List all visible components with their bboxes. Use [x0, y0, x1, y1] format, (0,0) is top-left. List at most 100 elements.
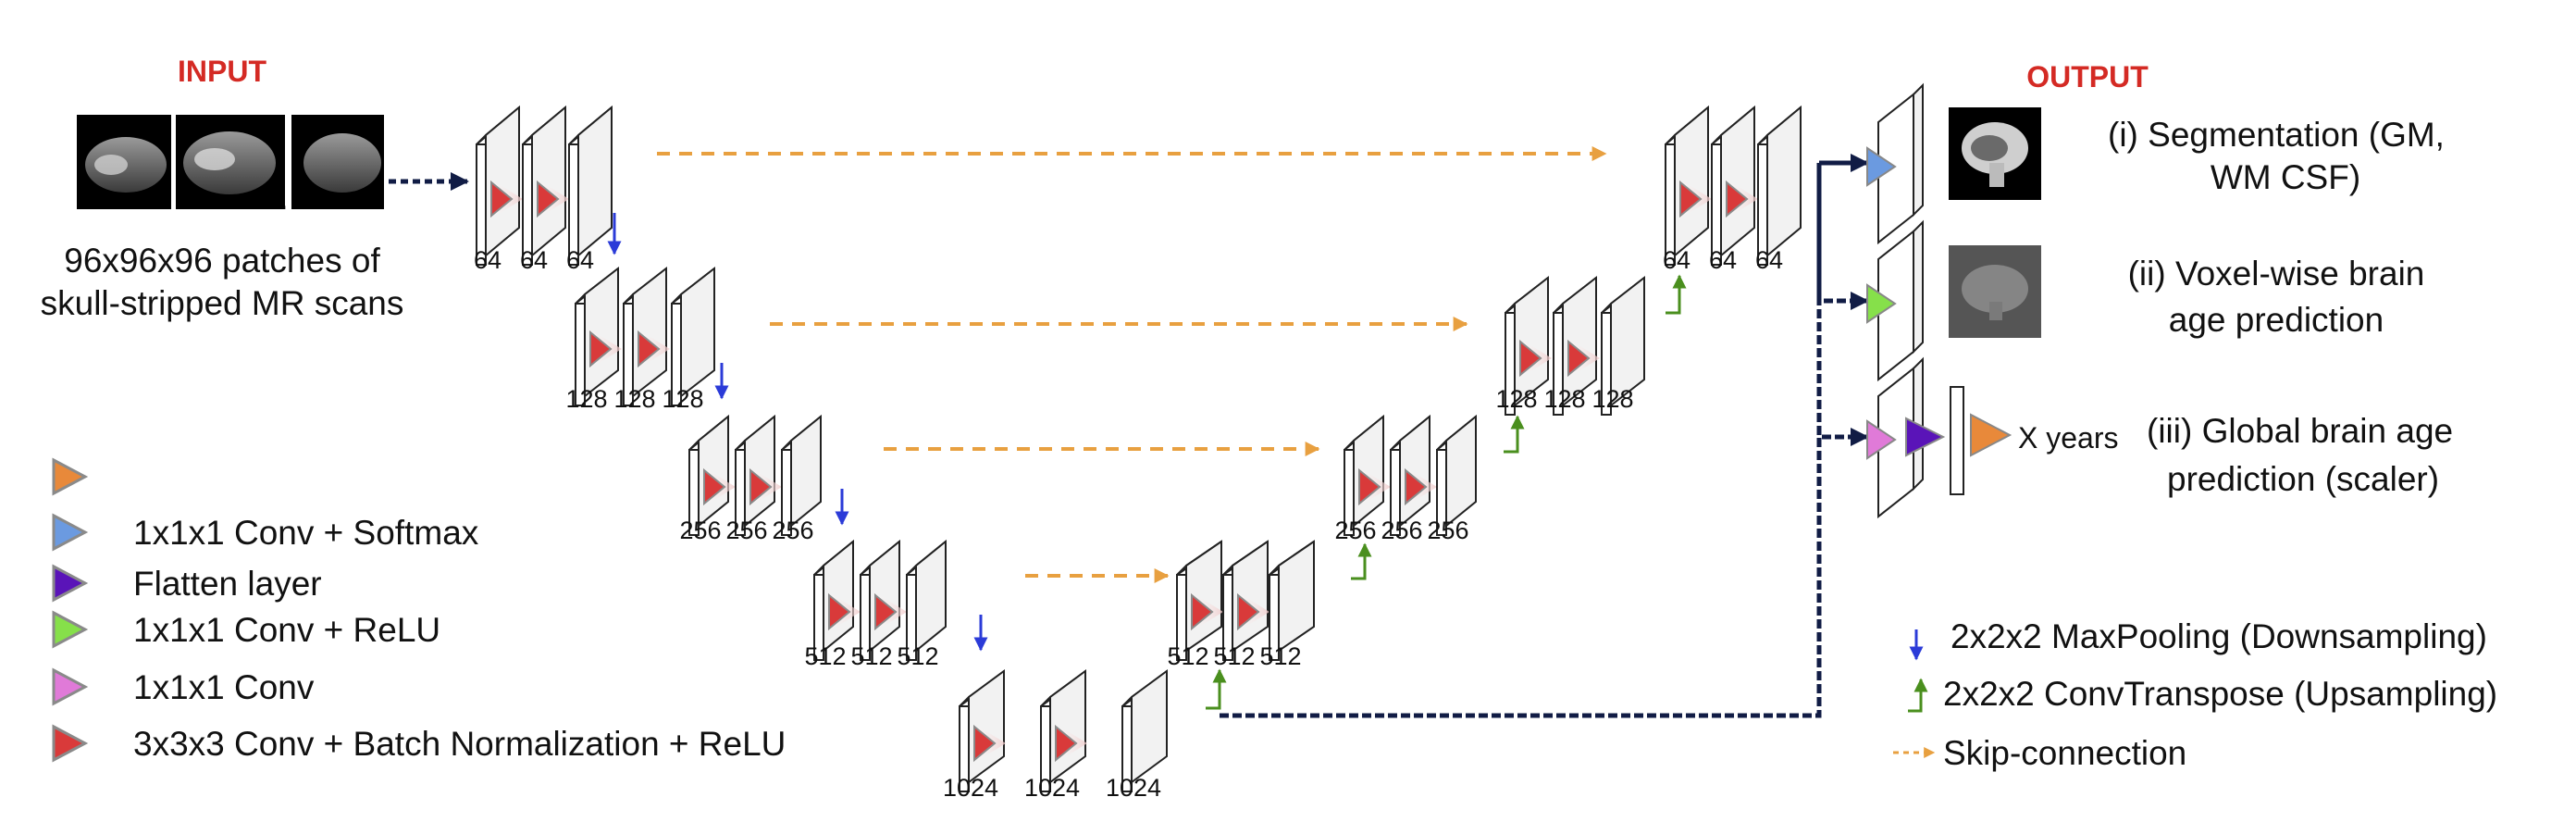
feature-map-dec1-2: [1711, 105, 1758, 266]
feature-map-enc2-3: [671, 266, 715, 406]
feature-map-dec2-2: [1553, 275, 1600, 416]
channel-label-dec3-3: 256: [1427, 517, 1468, 544]
maxpool-arrows: [607, 213, 988, 652]
channel-label-enc2-3: 128: [662, 385, 703, 413]
output-global-line1: (iii) Global brain age: [2147, 412, 2453, 450]
feature-map-dec1-3: [1757, 105, 1802, 266]
channel-label-enc1-1: 64: [474, 246, 502, 274]
feature-map-enc1-1: [476, 105, 523, 266]
channel-label-dec3-2: 256: [1381, 517, 1422, 544]
channel-label-dec4-2: 512: [1213, 642, 1255, 670]
legend-left-item-6: 3x3x3 Conv + Batch Normalization + ReLU: [52, 724, 786, 763]
feature-map-bottleneck-3: [1121, 669, 1168, 792]
channel-label-enc2-2: 128: [613, 385, 655, 413]
feature-map-enc2-1: [575, 266, 622, 406]
output-voxel-line2: age prediction: [2169, 301, 2384, 339]
output-seg-line1: (i) Segmentation (GM,: [2108, 116, 2445, 154]
feature-map-enc4-3: [906, 539, 947, 661]
output-head-connections: [1220, 154, 1869, 718]
channel-label-enc3-2: 256: [725, 517, 767, 544]
channel-label-enc4-2: 512: [850, 642, 892, 670]
channel-label-enc1-3: 64: [566, 246, 594, 274]
legend-convtranspose: 2x2x2 ConvTranspose (Upsampling): [1943, 675, 2497, 713]
channel-label-enc4-3: 512: [897, 642, 938, 670]
output-seg-image: [1949, 107, 2041, 200]
channel-label-enc1-2: 64: [520, 246, 548, 274]
feature-map-enc3-2: [735, 414, 782, 536]
feature-map-enc4-2: [860, 539, 907, 661]
channel-label-dec2-3: 128: [1591, 385, 1633, 413]
svg-text:.: .: [261, 181, 269, 217]
feature-map-dec4-2: [1222, 540, 1269, 661]
skip-connections: [657, 146, 1607, 583]
channel-label-bottleneck-1: 1024: [943, 774, 998, 802]
legend-left-label-3: Flatten layer: [133, 565, 322, 603]
channel-label-dec1-3: 64: [1755, 246, 1783, 274]
legend-skip: Skip-connection: [1943, 734, 2186, 772]
legend-maxpool: 2x2x2 MaxPooling (Downsampling): [1951, 617, 2487, 655]
feature-map-bottleneck-2: [1040, 669, 1087, 792]
x-years-label: X years: [2018, 421, 2118, 455]
legend-left-item-4: 1x1x1 Conv + ReLU: [52, 610, 440, 649]
feature-map-enc3-1: [688, 414, 736, 536]
feature-map-dec3-2: [1390, 414, 1437, 536]
convtranspose-arrows: [1206, 274, 1687, 710]
feature-map-enc1-2: [522, 105, 569, 266]
feature-map-bottleneck-1: [959, 669, 1006, 792]
channel-label-enc4-1: 512: [804, 642, 846, 670]
feature-map-dec4-3: [1269, 540, 1315, 661]
legend-left-item-3: Flatten layer: [52, 564, 322, 603]
legend-triangle-icon: [52, 564, 89, 603]
channel-label-dec2-2: 128: [1543, 385, 1585, 413]
feature-map-dec1-1: [1665, 105, 1712, 266]
feature-map-enc3-3: [781, 414, 822, 536]
input-description-line1: 96x96x96 patches of: [64, 242, 380, 280]
svg-text:.: .: [270, 181, 279, 217]
legend-left-item-2: 1x1x1 Conv + Softmax: [52, 513, 479, 552]
channel-label-enc3-1: 256: [679, 517, 721, 544]
channel-label-dec2-1: 128: [1495, 385, 1537, 413]
legend-left-label-2: 1x1x1 Conv + Softmax: [133, 514, 479, 552]
channel-label-enc3-3: 256: [772, 517, 813, 544]
input-mri-slices: . . .: [77, 115, 384, 217]
output-voxel-line1: (ii) Voxel-wise brain: [2128, 255, 2425, 293]
legend-left-label-6: 3x3x3 Conv + Batch Normalization + ReLU: [133, 725, 786, 763]
channel-label-bottleneck-2: 1024: [1024, 774, 1080, 802]
svg-text:.: .: [279, 181, 288, 217]
feature-map-dec3-1: [1344, 414, 1391, 536]
channel-label-dec1-1: 64: [1663, 246, 1690, 274]
legend-triangle-icon: [52, 610, 89, 649]
convtranspose-legend-icon: [1908, 678, 1928, 713]
legend-left-label-4: 1x1x1 Conv + ReLU: [133, 611, 440, 649]
channel-label-dec1-2: 64: [1709, 246, 1737, 274]
output-voxel-image: [1949, 245, 2041, 338]
feature-map-dec3-3: [1436, 414, 1477, 536]
legend-triangle-icon: [52, 724, 89, 763]
feature-map-enc4-1: [813, 539, 861, 661]
input-description-line2: skull-stripped MR scans: [41, 284, 404, 322]
legend-triangle-icon: [52, 667, 89, 706]
feature-map-dec2-1: [1505, 275, 1552, 416]
feature-map-dec2-3: [1601, 275, 1645, 416]
output-title: OUTPUT: [2026, 60, 2149, 93]
legend-left-label-5: 1x1x1 Conv: [133, 668, 315, 706]
feature-map-enc2-2: [623, 266, 670, 406]
channel-label-dec4-1: 512: [1167, 642, 1208, 670]
feature-map-dec4-1: [1176, 540, 1223, 661]
legend-left-item-1: [52, 457, 89, 496]
channel-label-enc2-1: 128: [565, 385, 607, 413]
input-title: INPUT: [178, 55, 266, 88]
legend-left-item-5: 1x1x1 Conv: [52, 667, 315, 706]
output-global-line2: prediction (scaler): [2167, 460, 2439, 498]
channel-label-bottleneck-3: 1024: [1106, 774, 1161, 802]
legend-right: 2x2x2 MaxPooling (Downsampling) 2x2x2 Co…: [1893, 617, 2497, 772]
channel-label-dec4-3: 512: [1259, 642, 1301, 670]
channel-label-dec3-1: 256: [1334, 517, 1376, 544]
legend-triangle-icon: [52, 457, 89, 496]
output-seg-line2: WM CSF): [2211, 158, 2360, 196]
output-heads: [1866, 82, 2012, 519]
legend-triangle-icon: [52, 513, 89, 552]
